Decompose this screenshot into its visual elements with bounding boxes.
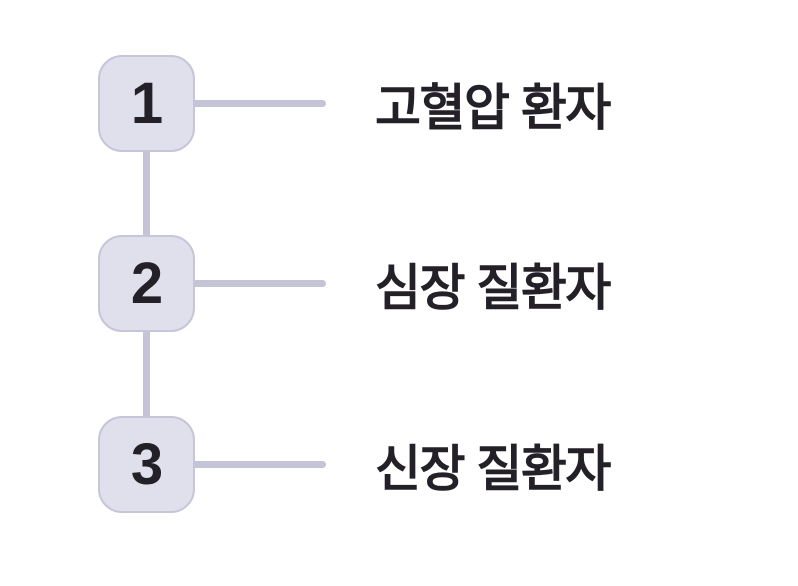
step-item-2: 2 심장 질환자 bbox=[0, 235, 798, 332]
horizontal-connector-line bbox=[190, 100, 326, 107]
step-label: 신장 질환자 bbox=[375, 440, 611, 497]
step-number: 1 bbox=[130, 70, 163, 136]
step-number-box: 1 bbox=[98, 55, 195, 152]
step-number-box: 2 bbox=[98, 235, 195, 332]
step-item-1: 1 고혈압 환자 bbox=[0, 55, 798, 152]
horizontal-connector-line bbox=[190, 461, 326, 468]
horizontal-connector-line bbox=[190, 280, 326, 287]
vertical-connector-line-2-3 bbox=[143, 283, 150, 465]
step-number: 2 bbox=[130, 250, 163, 316]
step-label: 심장 질환자 bbox=[375, 259, 611, 316]
step-number-box: 3 bbox=[98, 416, 195, 513]
step-number: 3 bbox=[130, 431, 163, 497]
step-label: 고혈압 환자 bbox=[375, 79, 611, 136]
step-item-3: 3 신장 질환자 bbox=[0, 416, 798, 513]
vertical-connector-line-1-2 bbox=[143, 103, 150, 284]
